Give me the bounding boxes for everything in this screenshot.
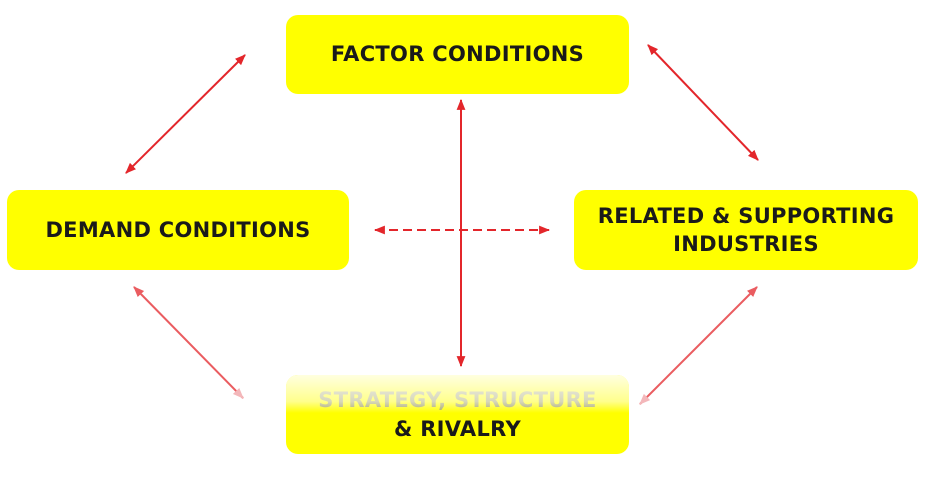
factor-conditions-label: FACTOR CONDITIONS (330, 42, 585, 67)
demand-conditions-box: DEMAND CONDITIONS (7, 190, 349, 270)
strategy-label-line1: STRATEGY, STRUCTURE (318, 388, 597, 413)
arrow-related-strategy (639, 286, 758, 405)
strategy-label-line2: & RIVALRY (393, 416, 521, 441)
arrow-factor-demand (125, 54, 246, 174)
related-supporting-label-line1: RELATED & SUPPORTING (597, 203, 895, 228)
arrow-demand-strategy (133, 286, 244, 399)
demand-conditions-label: DEMAND CONDITIONS (45, 217, 311, 242)
related-supporting-label-line2: INDUSTRIES (673, 232, 819, 256)
strategy-structure-rivalry-box: STRATEGY, STRUCTURE & RIVALRY (286, 375, 629, 454)
arrow-factor-related (647, 44, 759, 161)
factor-conditions-box: FACTOR CONDITIONS (286, 15, 629, 94)
related-supporting-industries-box: RELATED & SUPPORTING INDUSTRIES (574, 190, 918, 270)
